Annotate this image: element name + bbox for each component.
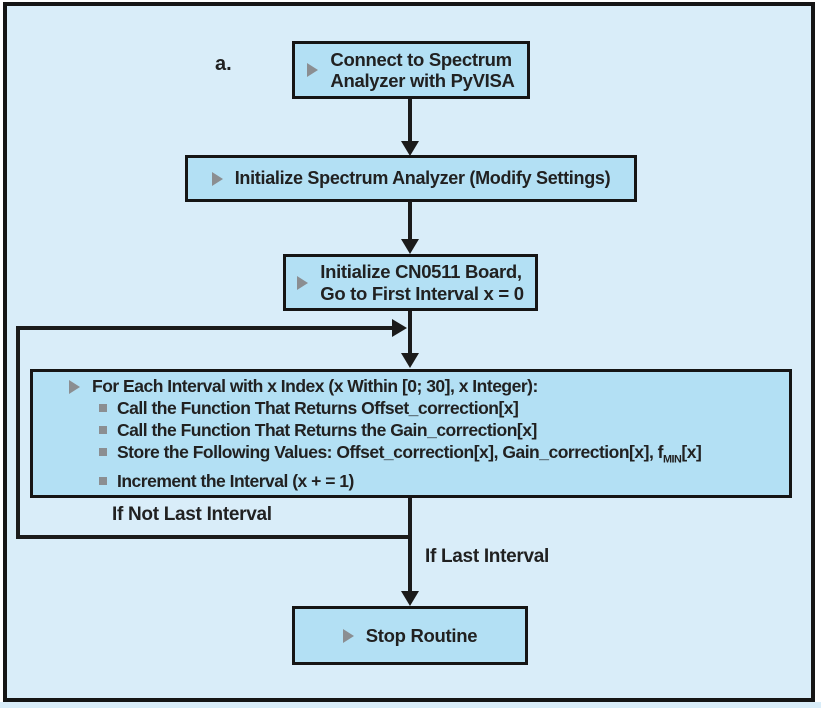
arrowhead-down-icon	[401, 141, 419, 156]
edge-label-not-last-interval: If Not Last Interval	[112, 504, 272, 525]
subscript-min: MIN	[663, 453, 682, 466]
node-line: Connect to Spectrum	[330, 48, 512, 70]
node-line: Initialize CN0511 Board,	[320, 261, 522, 283]
arrowhead-right-icon	[392, 319, 407, 337]
loop-item: Call the Function That Returns the Gain_…	[99, 419, 779, 441]
step-triangle-icon	[342, 628, 354, 643]
node-stop-routine: Stop Routine	[292, 606, 528, 665]
node-label: Connect to Spectrum Analyzer with PyVISA	[330, 48, 515, 92]
square-bullet-icon	[99, 447, 107, 456]
node-line: Go to First Interval x = 0	[320, 282, 524, 304]
loop-header: For Each Interval with x Index (x Within…	[92, 375, 538, 396]
node-label: Initialize Spectrum Analyzer (Modify Set…	[234, 168, 611, 188]
arrowhead-down-icon	[401, 353, 419, 368]
loop-item-text: Call the Function That Returns Offset_co…	[117, 397, 519, 418]
square-bullet-icon	[99, 477, 107, 486]
loop-return-top-line	[16, 326, 392, 330]
square-bullet-icon	[99, 425, 107, 434]
arrow-line	[408, 498, 412, 592]
loop-item-text: Store the Following Values: Offset_corre…	[117, 441, 702, 466]
arrow-line	[408, 311, 412, 355]
node-label: Stop Routine	[365, 624, 478, 646]
arrowhead-down-icon	[401, 591, 419, 606]
node-initialize-board: Initialize CN0511 Board, Go to First Int…	[283, 254, 538, 311]
step-triangle-icon	[211, 171, 223, 186]
next-panel-strip	[0, 702, 821, 708]
loop-return-left-line	[16, 326, 20, 539]
arrow-line	[408, 99, 412, 143]
node-initialize-analyzer: Initialize Spectrum Analyzer (Modify Set…	[185, 155, 637, 202]
loop-item-text: Call the Function That Returns the Gain_…	[117, 419, 537, 440]
loop-header-row: For Each Interval with x Index (x Within…	[69, 375, 779, 397]
loop-item-text: Increment the Interval (x + = 1)	[117, 471, 354, 492]
square-bullet-icon	[99, 403, 107, 412]
loop-item: Store the Following Values: Offset_corre…	[99, 441, 779, 471]
step-triangle-icon	[69, 379, 80, 394]
loop-return-bottom-line	[16, 535, 410, 539]
arrow-line	[408, 201, 412, 241]
figure-label: a.	[215, 53, 232, 75]
edge-label-last-interval: If Last Interval	[425, 546, 550, 567]
loop-item: Increment the Interval (x + = 1)	[99, 470, 779, 492]
step-triangle-icon	[307, 63, 319, 77]
arrowhead-down-icon	[401, 239, 419, 254]
step-triangle-icon	[297, 275, 309, 290]
node-label: Initialize CN0511 Board, Go to First Int…	[320, 261, 524, 304]
loop-item: Call the Function That Returns Offset_co…	[99, 397, 779, 419]
node-connect-spectrum-analyzer: Connect to Spectrum Analyzer with PyVISA	[292, 41, 530, 99]
node-for-each-interval: For Each Interval with x Index (x Within…	[30, 369, 792, 498]
node-line: Analyzer with PyVISA	[330, 70, 515, 91]
